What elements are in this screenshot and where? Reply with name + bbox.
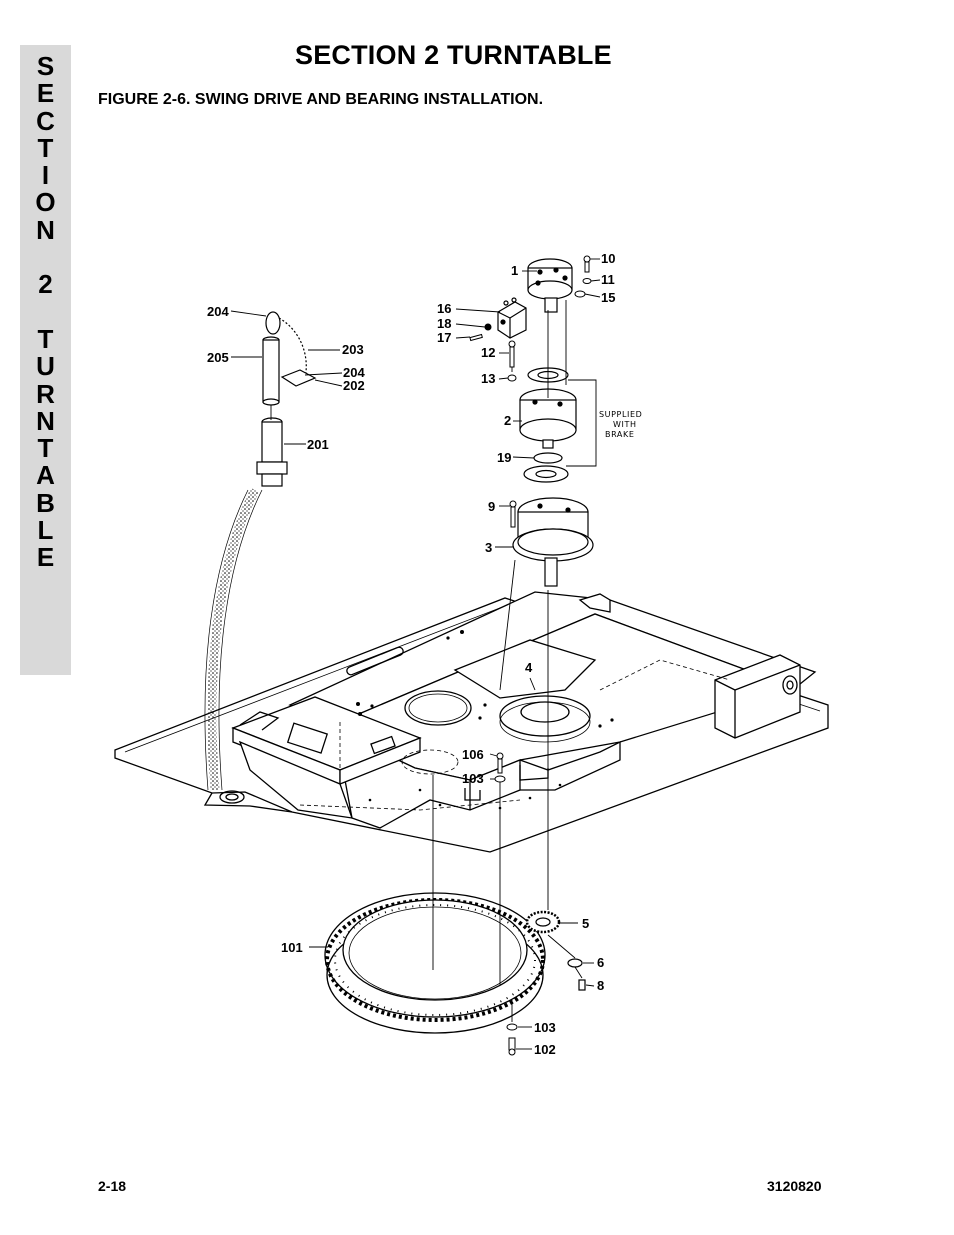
tab-letter: T: [37, 433, 54, 464]
tab-letter: E: [36, 78, 55, 109]
callout-5: 5: [582, 916, 589, 931]
page-number: 2-18: [98, 1178, 127, 1194]
callout-6: 6: [597, 955, 604, 970]
callout-15: 15: [601, 290, 615, 305]
swing-bearing-101: [324, 892, 546, 1034]
callout-12: 12: [481, 345, 495, 360]
pin-assembly: [256, 311, 317, 487]
callout-13: 13: [481, 371, 495, 386]
note-line-1: SUPPLIED: [599, 410, 642, 419]
callout-101: 101: [281, 940, 303, 955]
section-tab-letters: S E C T I O N 2 T U R N T A B L E: [20, 51, 71, 573]
tab-letter: T: [37, 132, 54, 163]
note-line-2: WITH: [613, 420, 637, 429]
callout-103-lower: 103: [534, 1020, 556, 1035]
tab-letter: R: [36, 378, 55, 409]
tab-letter: N: [36, 214, 55, 245]
callout-203: 203: [342, 342, 364, 357]
document-number: 3120820: [767, 1178, 822, 1194]
callout-103-upper: 103: [462, 771, 484, 786]
callout-11: 11: [601, 272, 615, 287]
supplied-with-brake-bracket: [566, 379, 597, 467]
tab-letter: S: [36, 51, 55, 81]
callout-10: 10: [601, 251, 615, 266]
tab-letter: U: [36, 351, 55, 382]
tab-letter: T: [37, 323, 54, 354]
callout-18: 18: [437, 316, 451, 331]
callout-106: 106: [462, 747, 484, 762]
tab-letter: E: [36, 542, 55, 573]
callout-2: 2: [504, 413, 511, 428]
callout-201: 201: [307, 437, 329, 452]
callout-3: 3: [485, 540, 492, 555]
tab-letter: N: [36, 405, 55, 436]
callout-9: 9: [488, 499, 495, 514]
callout-202: 202: [343, 378, 365, 393]
callout-17: 17: [437, 330, 451, 345]
tab-letter: B: [36, 487, 55, 518]
section-tab: S E C T I O N 2 T U R N T A B L E: [20, 45, 71, 675]
hidden-lines: [299, 659, 731, 811]
hose-curve: [207, 487, 260, 791]
figure-caption: FIGURE 2-6. SWING DRIVE AND BEARING INST…: [98, 91, 544, 108]
callout-8: 8: [597, 978, 604, 993]
tab-letter: A: [36, 460, 55, 491]
callout-204-lower: 204: [343, 365, 365, 380]
tab-letter: C: [36, 105, 55, 136]
callout-204-upper: 204: [207, 304, 229, 319]
leader-lines: [230, 258, 601, 1050]
callout-19: 19: [497, 450, 511, 465]
tab-letter: O: [35, 187, 56, 218]
callout-102: 102: [534, 1042, 556, 1057]
tab-letter: L: [37, 515, 54, 546]
note-line-3: BRAKE: [605, 430, 635, 439]
callout-4: 4: [525, 660, 533, 675]
callout-16: 16: [437, 301, 451, 316]
callout-labels: 1 10 11 15 16 18 17 12 13 2 19 9 3 4 106…: [207, 251, 615, 1057]
deck-bolt-holes: [356, 630, 614, 810]
callout-1: 1: [511, 263, 518, 278]
tab-letter: I: [41, 160, 50, 191]
turntable-frame: [114, 591, 829, 853]
tab-letter: 2: [38, 269, 53, 300]
callout-205: 205: [207, 350, 229, 365]
page-title: SECTION 2 TURNTABLE: [295, 40, 612, 70]
alignment-lines: [270, 300, 583, 1022]
swing-drive-stack: [497, 258, 594, 991]
